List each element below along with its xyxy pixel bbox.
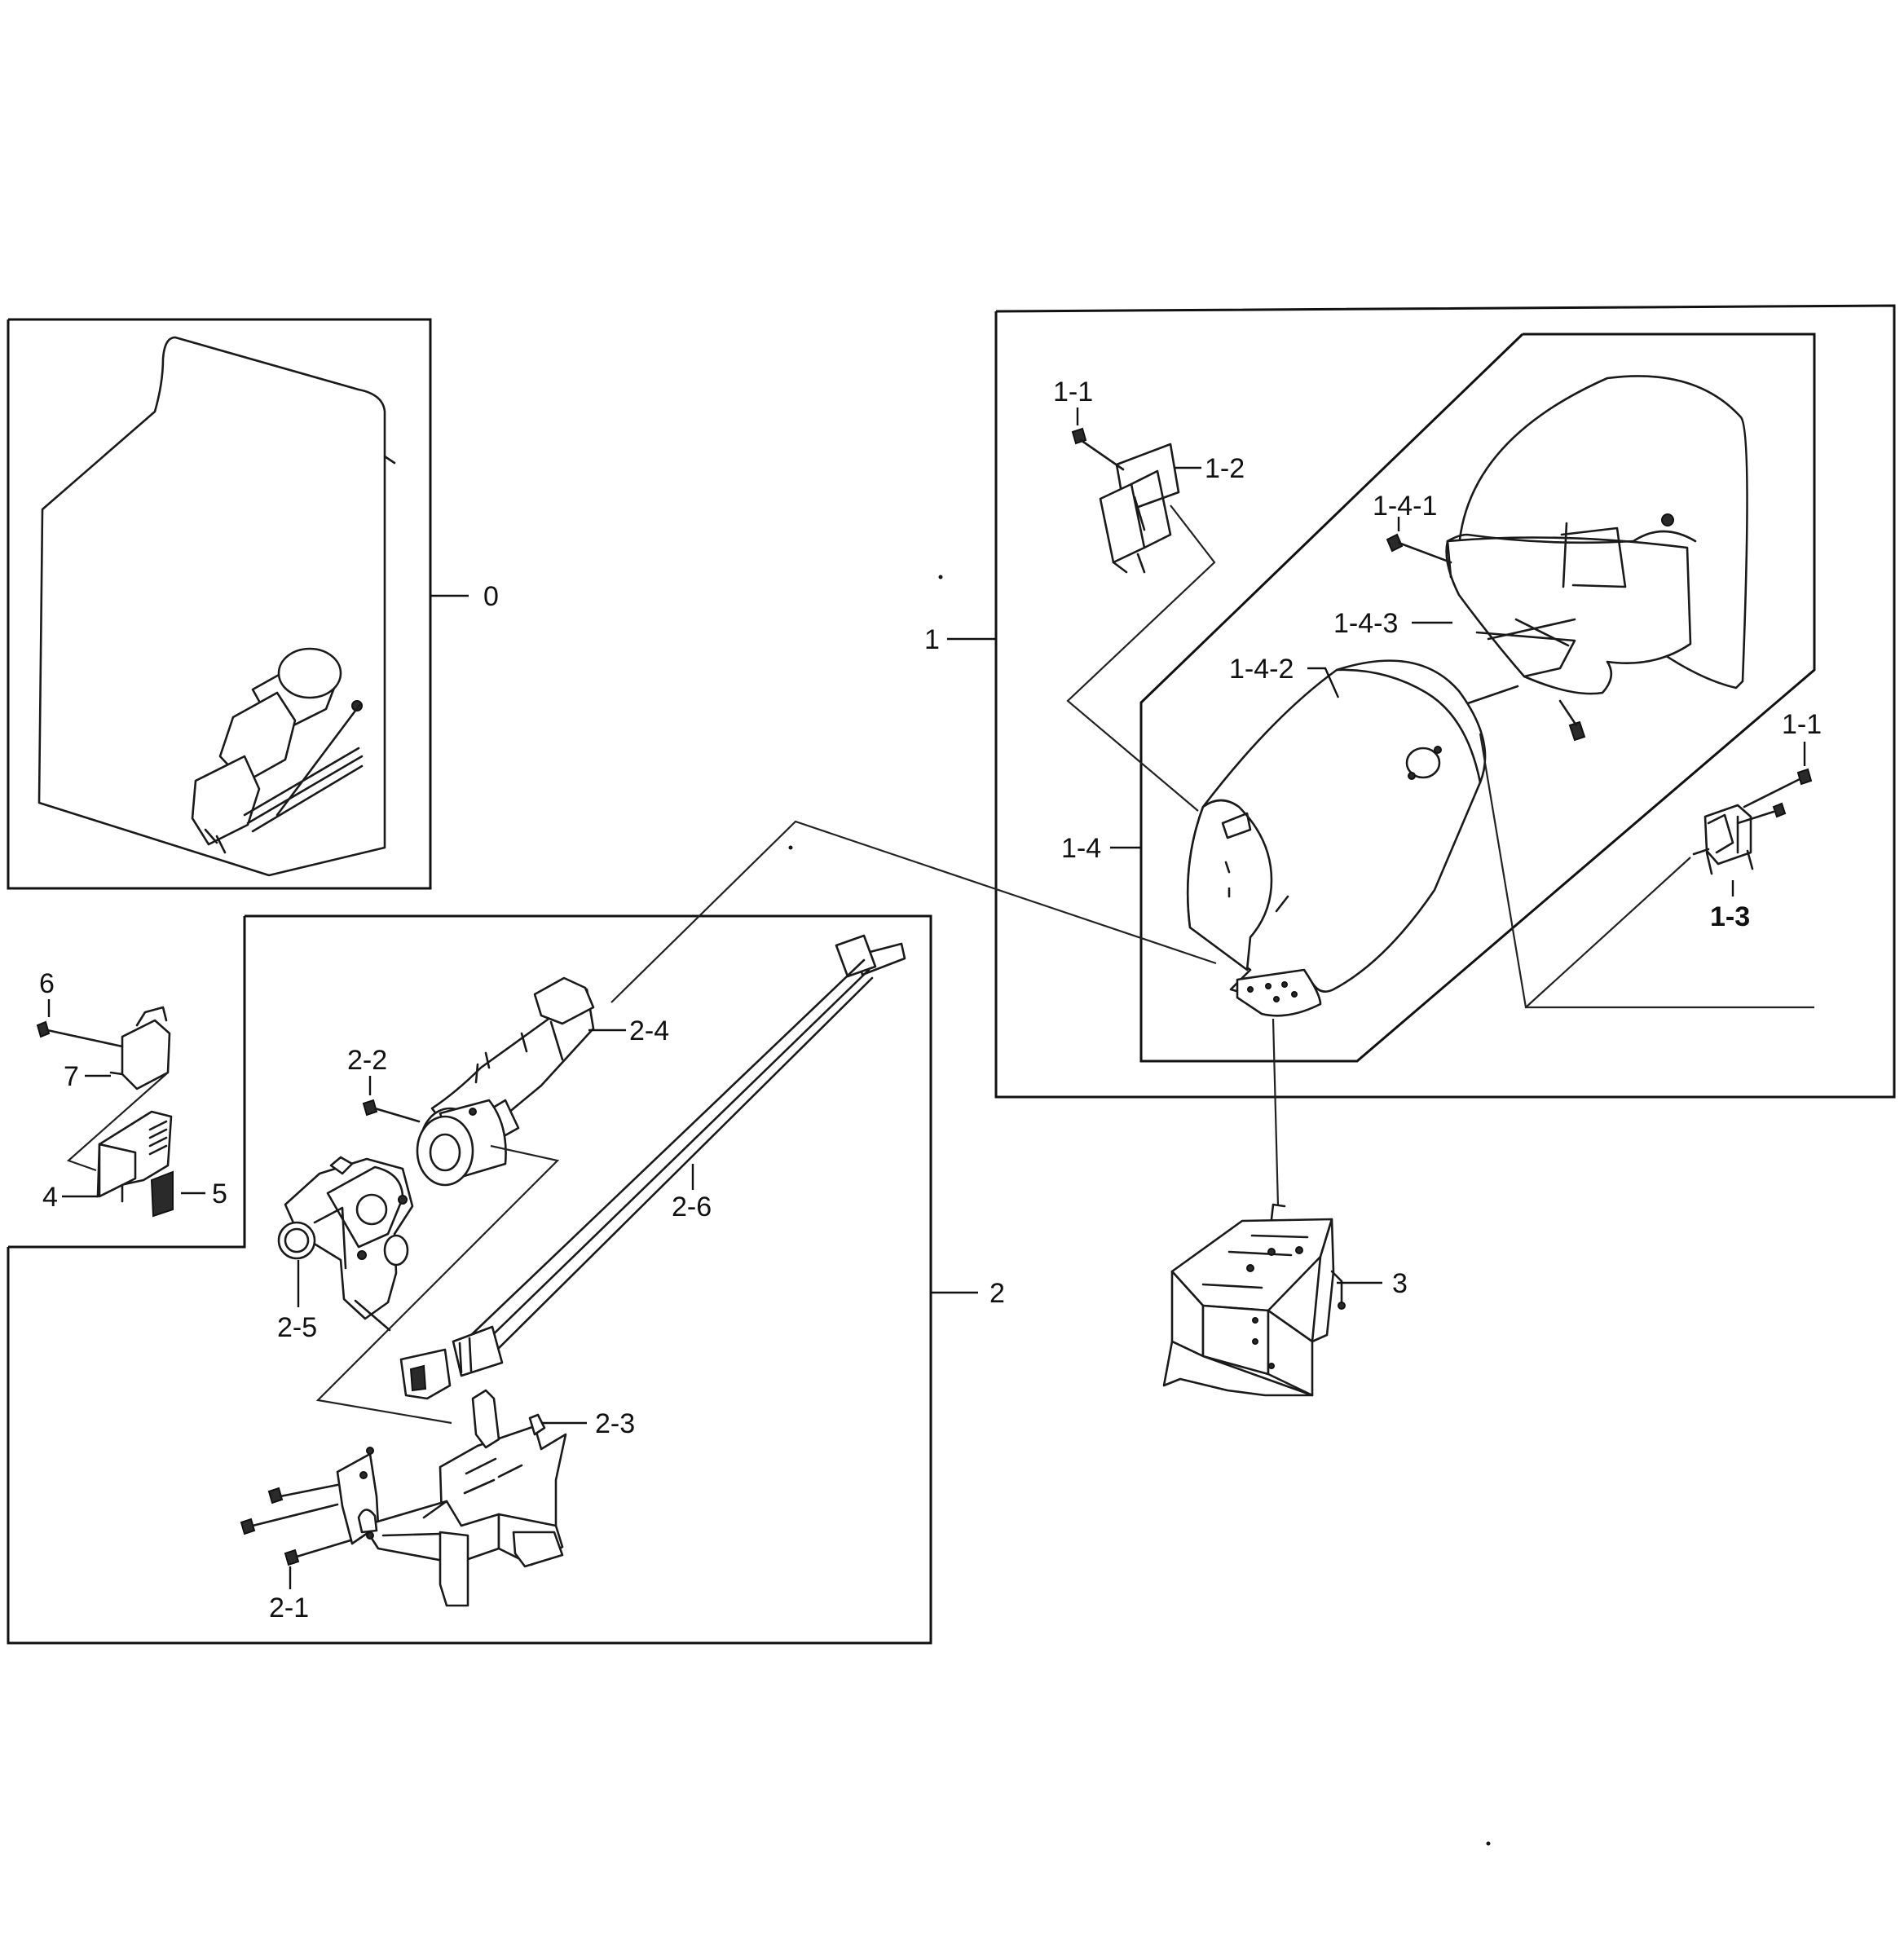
callout-1-4-1-label: 1-4-1: [1373, 491, 1437, 522]
callout-2-3: 2-3: [541, 1408, 635, 1439]
callout-2-5: 2-5: [277, 1260, 317, 1343]
callout-2-1-label: 2-1: [269, 1593, 309, 1623]
callout-1-1-top: 1-1: [1053, 377, 1093, 425]
callout-7-label: 7: [64, 1061, 79, 1092]
valve-guide-lines: [66, 1072, 169, 1172]
callout-2-6: 2-6: [672, 1164, 712, 1222]
callout-2-2-label: 2-2: [347, 1045, 387, 1076]
callout-6-label: 6: [39, 968, 55, 999]
screw-6: [36, 1020, 124, 1048]
callout-2-3-label: 2-3: [595, 1408, 635, 1439]
callout-2: 2: [931, 1278, 1005, 1309]
callout-5: 5: [181, 1178, 227, 1209]
chamber-1-4-3: [1445, 375, 1748, 695]
gas-valve-2-5: [277, 1156, 414, 1332]
callout-1-4-2-label: 1-4-2: [1229, 654, 1294, 685]
callout-1-4-label: 1-4: [1061, 833, 1101, 864]
bracket-1-2: [1099, 443, 1180, 574]
callout-5-label: 5: [212, 1178, 227, 1209]
assembly-0-frame: [7, 318, 432, 890]
igniter-guide-lines: [1525, 857, 1691, 1008]
callout-2-4: 2-4: [588, 1015, 669, 1046]
gas-tube-2-6: [399, 934, 906, 1400]
bracket-guide-lines: [1066, 504, 1216, 812]
part-5: [150, 1170, 174, 1218]
assembly-1-frame: [994, 304, 1896, 1099]
callout-1: 1: [924, 624, 996, 655]
screw-1-4-1: [1386, 533, 1452, 564]
assembly-2-frame: [7, 914, 932, 1645]
burner-assembly-mini: [191, 647, 364, 854]
bracket-7: [109, 1006, 171, 1090]
callout-3-label: 3: [1392, 1268, 1408, 1299]
screw-2-2: [362, 1099, 421, 1123]
callout-6: 6: [39, 968, 55, 1017]
callout-1-4-3-label: 1-4-3: [1333, 608, 1398, 639]
shell-1-4-2: [1186, 659, 1487, 1017]
callout-2-2: 2-2: [347, 1045, 387, 1095]
callout-0: 0: [430, 581, 499, 612]
callout-2-6-label: 2-6: [672, 1192, 712, 1222]
callout-4-label: 4: [42, 1182, 58, 1213]
callout-1-4-2: 1-4-2: [1229, 654, 1340, 698]
callout-1-1-right-label: 1-1: [1782, 709, 1822, 740]
callout-3: 3: [1337, 1268, 1408, 1299]
scan-specks: [788, 575, 1491, 1846]
coil-4: [96, 1110, 173, 1203]
burner-bracket-2-3: [336, 1389, 567, 1607]
callout-1-4-1: 1-4-1: [1373, 491, 1437, 531]
callout-2-5-label: 2-5: [277, 1312, 317, 1343]
small-parts-frame: [8, 916, 246, 1249]
callout-1-1-right: 1-1: [1782, 709, 1822, 766]
assembly-1-4-frame: [1139, 333, 1816, 1063]
callout-1-2: 1-2: [1175, 453, 1245, 484]
callout-1-4-3: 1-4-3: [1333, 608, 1452, 639]
callout-2-1: 2-1: [269, 1566, 309, 1623]
callout-1-3-label: 1-3: [1710, 901, 1750, 932]
burner-guide-lines: [315, 820, 1217, 1425]
bracket-3: [1162, 1203, 1346, 1397]
burner-cylinder-2-4: [416, 1099, 507, 1187]
callout-1-2-label: 1-2: [1205, 453, 1245, 484]
callout-1-3: 1-3: [1710, 880, 1750, 932]
screws-2-1: [240, 1483, 352, 1566]
bracket-1-3: [1692, 804, 1754, 875]
callout-1-1-top-label: 1-1: [1053, 377, 1093, 408]
callout-1-label: 1: [924, 624, 940, 655]
callout-1-4: 1-4: [1061, 833, 1141, 864]
callout-7: 7: [64, 1061, 111, 1092]
callout-0-label: 0: [483, 581, 499, 612]
complete-dryer-cabinet: [37, 336, 396, 877]
callout-2-label: 2: [989, 1278, 1005, 1309]
screws-1-1-right: [1736, 768, 1813, 825]
callout-2-4-label: 2-4: [629, 1015, 669, 1046]
callout-4: 4: [42, 1182, 98, 1213]
screw-1-1-top: [1071, 427, 1125, 471]
